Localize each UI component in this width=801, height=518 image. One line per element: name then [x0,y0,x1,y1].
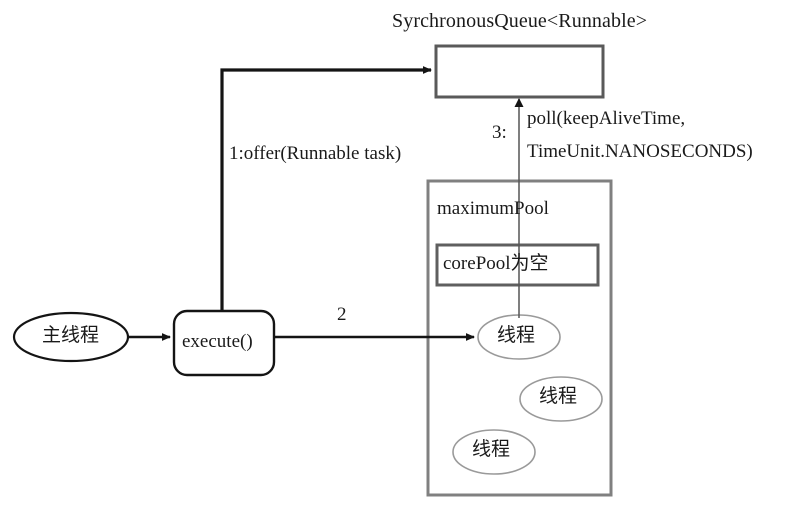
pool-thread-ellipse-2 [519,376,603,422]
synchronous-queue-title: SyrchronousQueue<Runnable> [392,10,648,32]
execute-box [172,309,276,377]
offer-call-label: 1:offer(Runnable task) [229,143,402,164]
maximum-pool-label: maximumPool [437,198,549,219]
pool-thread-label-2: 线程 [539,386,578,407]
synchronous-queue-box [434,44,605,99]
pool-thread-ellipse-3 [452,429,536,475]
pool-thread-label-1: 线程 [497,325,536,346]
execute-label: execute() [182,331,253,352]
step-2-label: 2 [337,304,347,325]
poll-call-label-line2: TimeUnit.NANOSECONDS) [527,141,753,162]
pool-thread-label-3: 线程 [472,439,511,460]
poll-call-label-line1: poll(keepAliveTime, [527,108,686,129]
main-thread-label: 主线程 [42,325,100,346]
core-pool-box [435,243,600,287]
step-3-label: 3: [492,122,507,143]
core-pool-label: corePool为空 [443,253,549,274]
arrow-execute-to-queue [220,66,432,311]
